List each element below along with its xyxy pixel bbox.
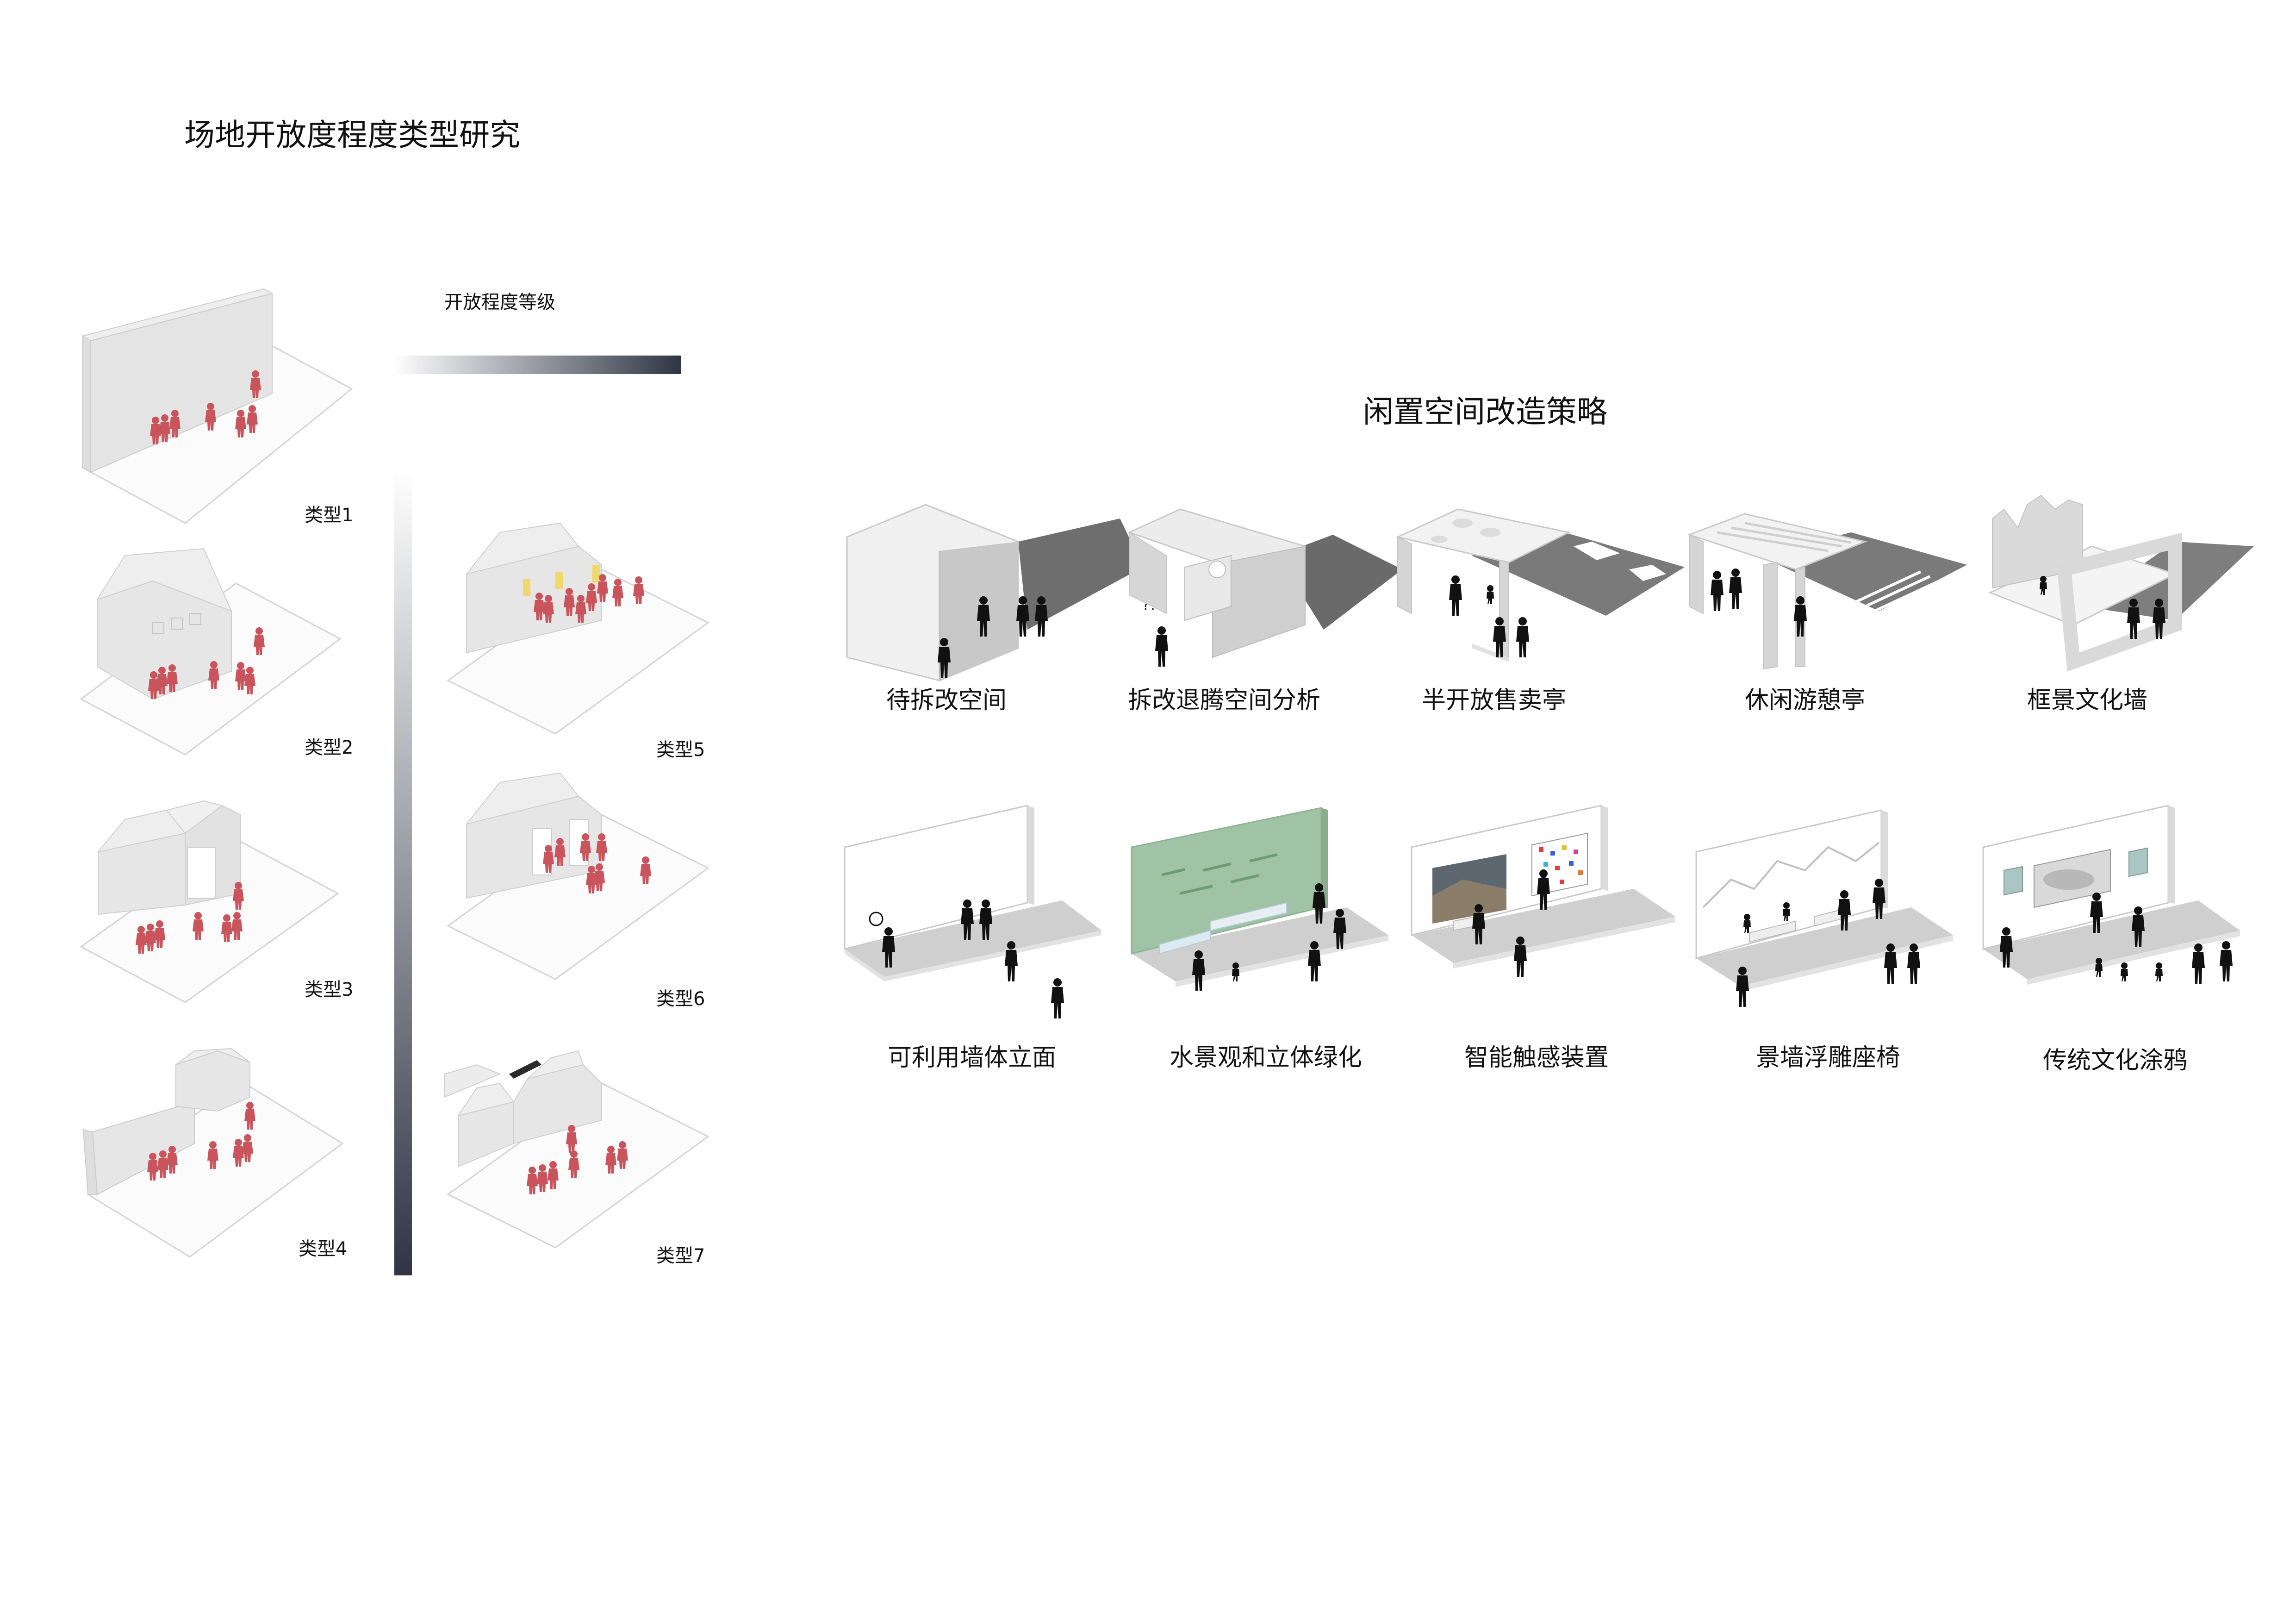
strategy-label-5: 框景文化墙 <box>2027 687 2147 714</box>
strategy-label-4: 休闲游憩亭 <box>1744 687 1865 714</box>
type-3-diagram <box>80 800 339 1003</box>
strategy-9-diagram <box>1695 809 1953 1007</box>
open-level-title: 开放程度等级 <box>444 292 555 313</box>
type-2-diagram <box>80 548 342 756</box>
type-label-6: 类型6 <box>656 988 705 1010</box>
type-4-diagram <box>82 1048 344 1258</box>
strategy-5-diagram <box>1988 494 2254 672</box>
strategy-label-7: 水景观和立体绿化 <box>1169 1044 1362 1072</box>
strategy-3-diagram <box>1395 508 1685 662</box>
strategy-title: 闲置空间改造策略 <box>1363 394 1607 430</box>
type-label-1: 类型1 <box>305 505 354 526</box>
strategy-label-3: 半开放售卖亭 <box>1421 687 1566 714</box>
strategy-4-diagram <box>1687 513 1967 670</box>
strategy-8-diagram <box>1411 805 1675 977</box>
type-label-7: 类型7 <box>656 1245 705 1267</box>
type-label-5: 类型5 <box>656 739 705 761</box>
open-level-bar-horizontal <box>392 356 681 374</box>
type-5-diagram <box>447 522 709 735</box>
strategy-6-diagram <box>844 805 1101 1018</box>
type-label-2: 类型2 <box>305 737 354 758</box>
type-7-diagram <box>444 1050 709 1249</box>
type-label-3: 类型3 <box>305 979 354 1000</box>
strategy-7-diagram <box>1131 807 1388 991</box>
strategy-1-diagram <box>846 504 1143 681</box>
strategy-2-diagram <box>1127 508 1402 667</box>
type-6-diagram <box>447 772 709 980</box>
strategy-label-2: 拆改退腾空间分析 <box>1127 687 1320 714</box>
strategy-label-1: 待拆改空间 <box>886 687 1007 714</box>
strategy-label-10: 传统文化涂鸦 <box>2042 1047 2187 1074</box>
strategy-label-8: 智能触感装置 <box>1464 1044 1609 1072</box>
page-title: 场地开放度程度类型研究 <box>184 117 520 153</box>
type-1-diagram <box>81 288 353 524</box>
strategy-label-6: 可利用墙体立面 <box>887 1044 1056 1072</box>
type-label-4: 类型4 <box>299 1238 348 1260</box>
open-level-bar-vertical <box>394 468 412 1275</box>
strategy-10-diagram <box>1982 805 2240 985</box>
strategy-label-9: 景墙浮雕座椅 <box>1755 1044 1900 1072</box>
